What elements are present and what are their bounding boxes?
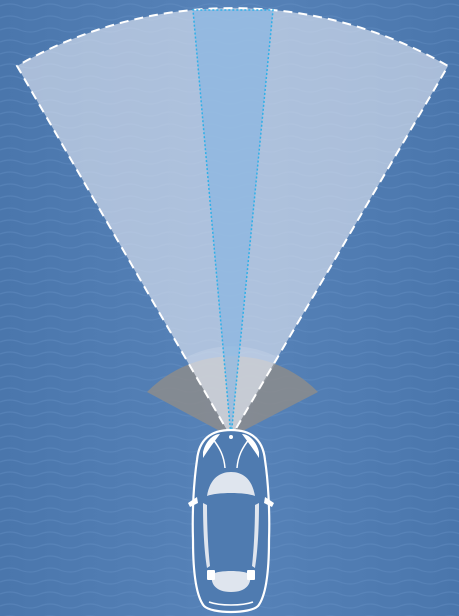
car-rear-bumper <box>208 601 254 606</box>
car-mirror-left <box>188 497 198 507</box>
car-windshield <box>207 472 255 496</box>
car-top-view-icon <box>188 428 274 614</box>
car-headlight-left <box>203 434 220 458</box>
car-mirror-right <box>264 497 274 507</box>
car-tail-light-right <box>247 570 255 580</box>
car-window-right <box>252 503 259 568</box>
car-rear-window <box>211 571 251 592</box>
sensor-origin <box>229 435 233 439</box>
car-tail-light-left <box>207 570 215 580</box>
car-body <box>191 428 271 614</box>
car-headlight-right <box>242 434 259 458</box>
narrow-field-of-view <box>192 9 274 438</box>
car-window-left <box>203 503 210 568</box>
